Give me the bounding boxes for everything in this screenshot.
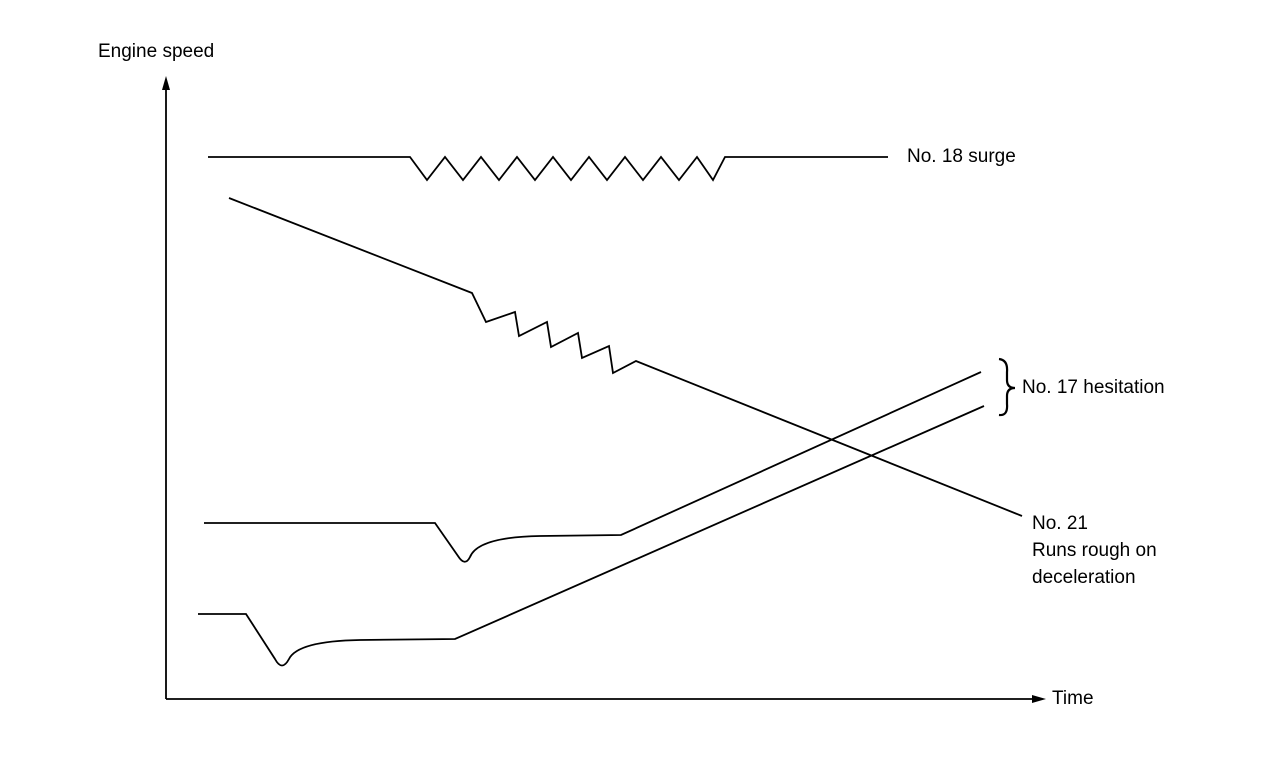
x-axis-label: Time xyxy=(1052,688,1094,709)
x-axis-arrowhead xyxy=(1032,695,1046,703)
rough-decel-label-line1: No. 21 xyxy=(1032,513,1088,534)
hesitation-brace xyxy=(998,357,1016,417)
rough-decel-curve xyxy=(228,197,1023,517)
hesitation-upper-curve xyxy=(204,371,982,563)
y-axis-arrowhead xyxy=(162,76,170,90)
surge-label: No. 18 surge xyxy=(907,146,1016,167)
rough-decel-label-line3: deceleration xyxy=(1032,567,1136,588)
hesitation-label: No. 17 hesitation xyxy=(1022,377,1165,398)
y-axis-label: Engine speed xyxy=(98,41,215,62)
rough-decel-label-line2: Runs rough on xyxy=(1032,540,1157,561)
hesitation-lower-curve xyxy=(198,405,985,667)
surge-curve xyxy=(208,155,888,182)
rough-decel-label: No. 21 Runs rough on deceleration xyxy=(1032,510,1157,591)
